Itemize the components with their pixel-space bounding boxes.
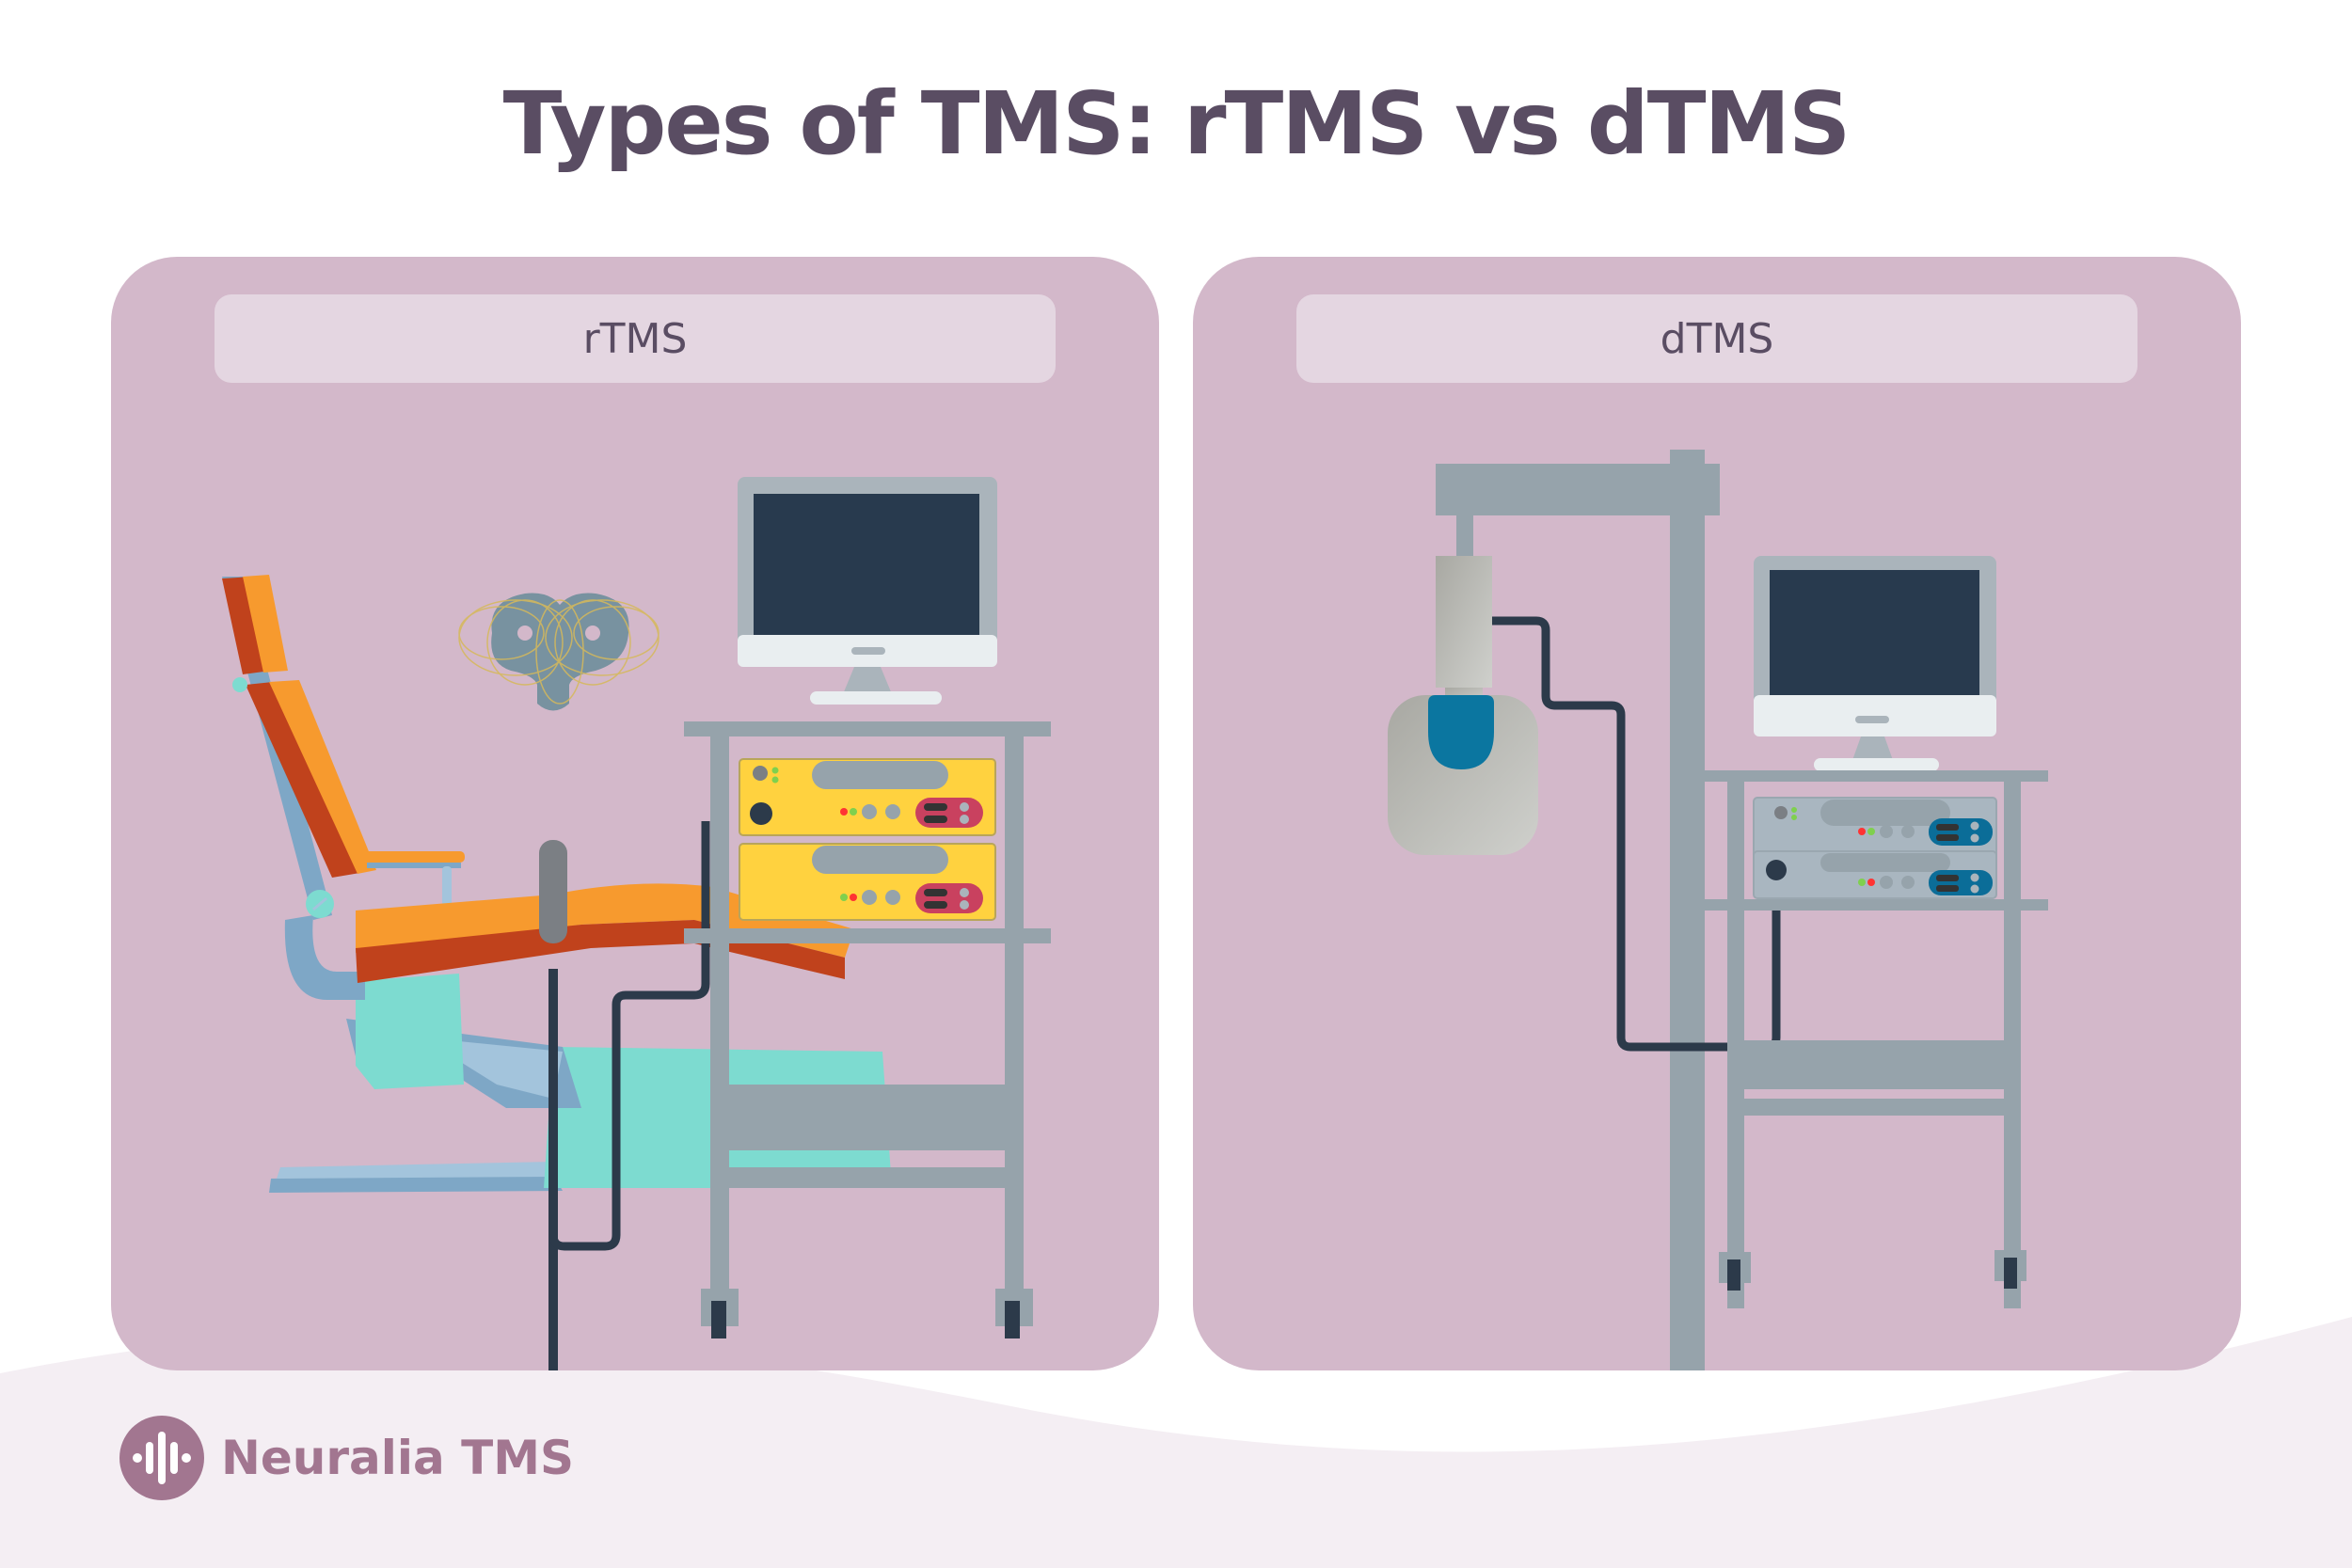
h-coil-helmet-icon bbox=[1388, 556, 1538, 855]
equipment-cart-icon bbox=[1705, 770, 2048, 1308]
brand-name: Neuralia TMS bbox=[221, 1431, 575, 1485]
sound-wave-logo-icon bbox=[119, 1416, 204, 1500]
figure-8-coil-icon bbox=[458, 593, 710, 1370]
rtms-illustration bbox=[222, 477, 1051, 1370]
panel-label-rtms: rTMS bbox=[215, 294, 1056, 383]
page-title: Types of TMS: rTMS vs dTMS bbox=[502, 73, 1851, 174]
dtms-illustration bbox=[1388, 450, 2048, 1370]
monitor-icon bbox=[1754, 556, 1996, 771]
overhead-arm-icon bbox=[1436, 450, 1720, 1370]
equipment-cart-icon bbox=[684, 721, 1051, 1338]
rtms-panel: rTMS bbox=[111, 257, 1159, 1370]
monitor-icon bbox=[738, 477, 997, 705]
dtms-panel: dTMS bbox=[1193, 257, 2241, 1370]
panel-label-dtms: dTMS bbox=[1296, 294, 2137, 383]
brand-logo: Neuralia TMS bbox=[119, 1416, 574, 1500]
